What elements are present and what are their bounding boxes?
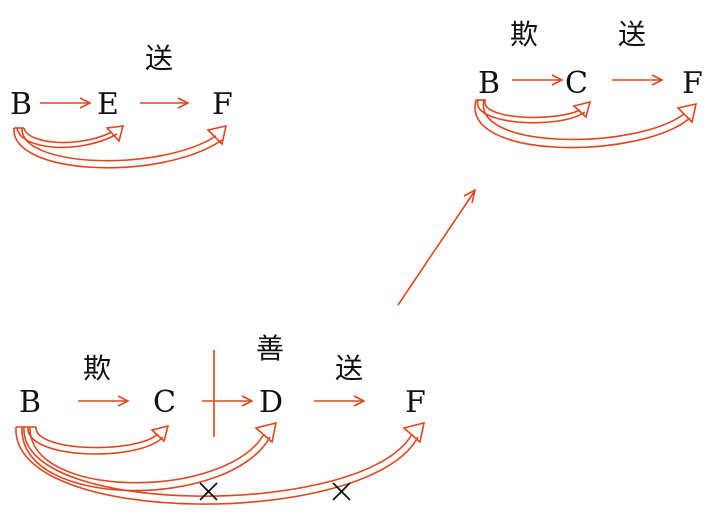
diagram-top-right: 欺 送 B C F: [474, 18, 703, 149]
node-f: F: [682, 66, 703, 101]
arrow-c-to-d: [202, 395, 254, 407]
edge-label-song: 送: [145, 42, 173, 75]
arrow-b-to-e: [40, 97, 92, 109]
diagram-bottom: 欺 善 送 B C D F: [15, 332, 426, 505]
diagram-top-left: 送 B E F: [10, 42, 233, 169]
node-b: B: [10, 87, 32, 122]
blocked-mark-f: [332, 482, 351, 501]
curved-arrow-b-to-f: [13, 124, 228, 169]
arrow-e-to-f: [140, 97, 190, 109]
edge-label-shan: 善: [256, 332, 284, 365]
transition-arrow: [397, 188, 477, 306]
node-c: C: [565, 66, 588, 101]
curved-arrow-b-to-e: [16, 125, 125, 149]
arrow-d-to-f: [314, 395, 366, 407]
edge-label-qi: 欺: [83, 352, 111, 385]
edge-label-song: 送: [335, 352, 363, 385]
node-c: C: [153, 385, 176, 420]
arrow-c-to-f: [612, 74, 664, 86]
curved-arrow-b-to-f: [15, 421, 426, 505]
node-d: D: [259, 385, 283, 420]
arrow-b-to-c: [512, 74, 564, 86]
edge-label-song: 送: [618, 18, 646, 51]
curved-arrow-b-to-c: [27, 424, 170, 455]
edge-label-qi: 欺: [510, 18, 538, 51]
node-f: F: [405, 385, 426, 420]
curved-arrow-b-to-c: [477, 99, 592, 124]
node-b: B: [19, 385, 41, 420]
node-e: E: [97, 87, 119, 122]
node-f: F: [212, 87, 233, 122]
arrow-b-to-c: [78, 395, 130, 407]
blocked-mark-d: [199, 482, 218, 501]
curved-arrow-b-to-f: [474, 99, 698, 149]
node-b: B: [478, 66, 500, 101]
